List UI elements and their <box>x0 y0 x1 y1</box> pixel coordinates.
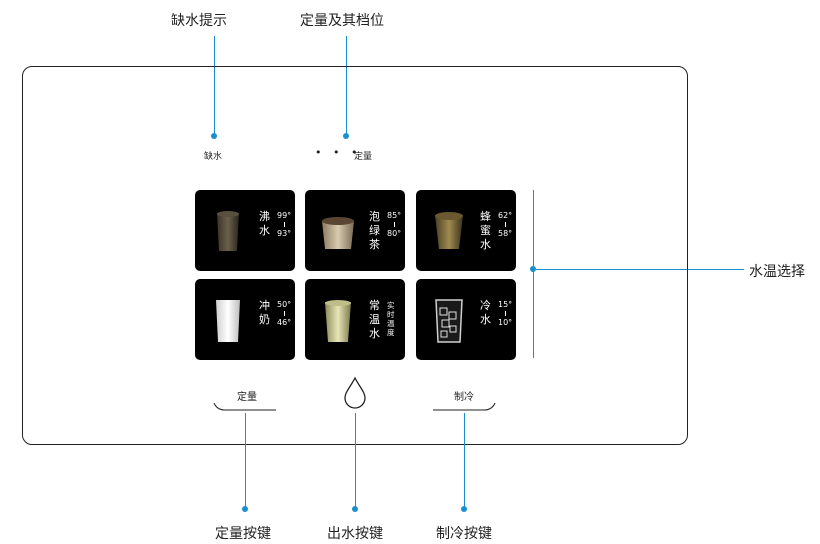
callout-dot-quantity <box>343 133 349 139</box>
temp-select-bracket <box>533 190 534 358</box>
quantity-level-dots: • • • <box>315 146 362 159</box>
callout-line-quantity <box>346 36 347 136</box>
callout-dispense-button: 出水按键 <box>327 526 383 542</box>
tile-name: 常温水 <box>369 299 380 340</box>
callout-dot-temp <box>530 266 536 272</box>
temp-range: 85°80° <box>387 211 402 238</box>
ceramic-cup-icon <box>322 217 354 249</box>
tile-name: 冷水 <box>480 299 491 326</box>
tile-boiling-water[interactable]: 沸水 99°93° <box>195 190 295 271</box>
cooling-button-label: 制冷 <box>454 392 474 403</box>
temp-range: 15°10° <box>498 300 513 327</box>
honey-cup-icon <box>435 212 463 249</box>
callout-line-no-water <box>214 36 215 136</box>
tile-name: 泡绿茶 <box>369 210 380 251</box>
callout-line-temp <box>536 269 744 270</box>
milk-glass-icon <box>216 300 240 342</box>
tile-name: 蜂蜜水 <box>480 210 491 251</box>
quantity-button-underline <box>213 402 276 411</box>
cooling-button-underline <box>433 402 496 411</box>
tea-cup-dark-icon <box>217 211 239 251</box>
temp-range: 62°58° <box>498 211 513 238</box>
no-water-indicator: 缺水 <box>204 152 223 162</box>
tile-name: 沸水 <box>259 210 270 237</box>
callout-temp-select: 水温选择 <box>749 264 805 280</box>
callout-quantity-levels: 定量及其档位 <box>300 13 384 29</box>
tile-name: 冲奶 <box>259 299 270 326</box>
water-drop-icon[interactable] <box>343 376 367 410</box>
callout-dot-no-water <box>211 133 217 139</box>
callout-no-water-hint: 缺水提示 <box>171 13 227 29</box>
tile-cold-water[interactable]: 冷水 15°10° <box>416 279 516 360</box>
tile-room-temp-water[interactable]: 常温水 实时温度 <box>305 279 405 360</box>
tile-honey-water[interactable]: 蜂蜜水 62°58° <box>416 190 516 271</box>
realtime-temp-label: 实时温度 <box>387 301 395 337</box>
callout-line-quantity-button <box>245 413 246 509</box>
callout-dot-cooling-button <box>461 506 467 512</box>
temp-range: 99°93° <box>277 211 292 238</box>
tile-milk[interactable]: 冲奶 50°46° <box>195 279 295 360</box>
tile-green-tea[interactable]: 泡绿茶 85°80° <box>305 190 405 271</box>
room-temp-glass-icon <box>325 300 351 342</box>
quantity-button-label: 定量 <box>237 392 257 403</box>
callout-dot-dispense-button <box>352 506 358 512</box>
temp-range: 50°46° <box>277 300 292 327</box>
callout-line-dispense-button <box>355 413 356 509</box>
ice-glass-icon <box>435 299 463 343</box>
callout-cooling-button: 制冷按键 <box>436 526 492 542</box>
callout-line-cooling-button <box>464 413 465 509</box>
callout-dot-quantity-button <box>242 506 248 512</box>
callout-quantity-button: 定量按键 <box>215 526 271 542</box>
quantity-indicator: 定量 <box>354 152 373 162</box>
